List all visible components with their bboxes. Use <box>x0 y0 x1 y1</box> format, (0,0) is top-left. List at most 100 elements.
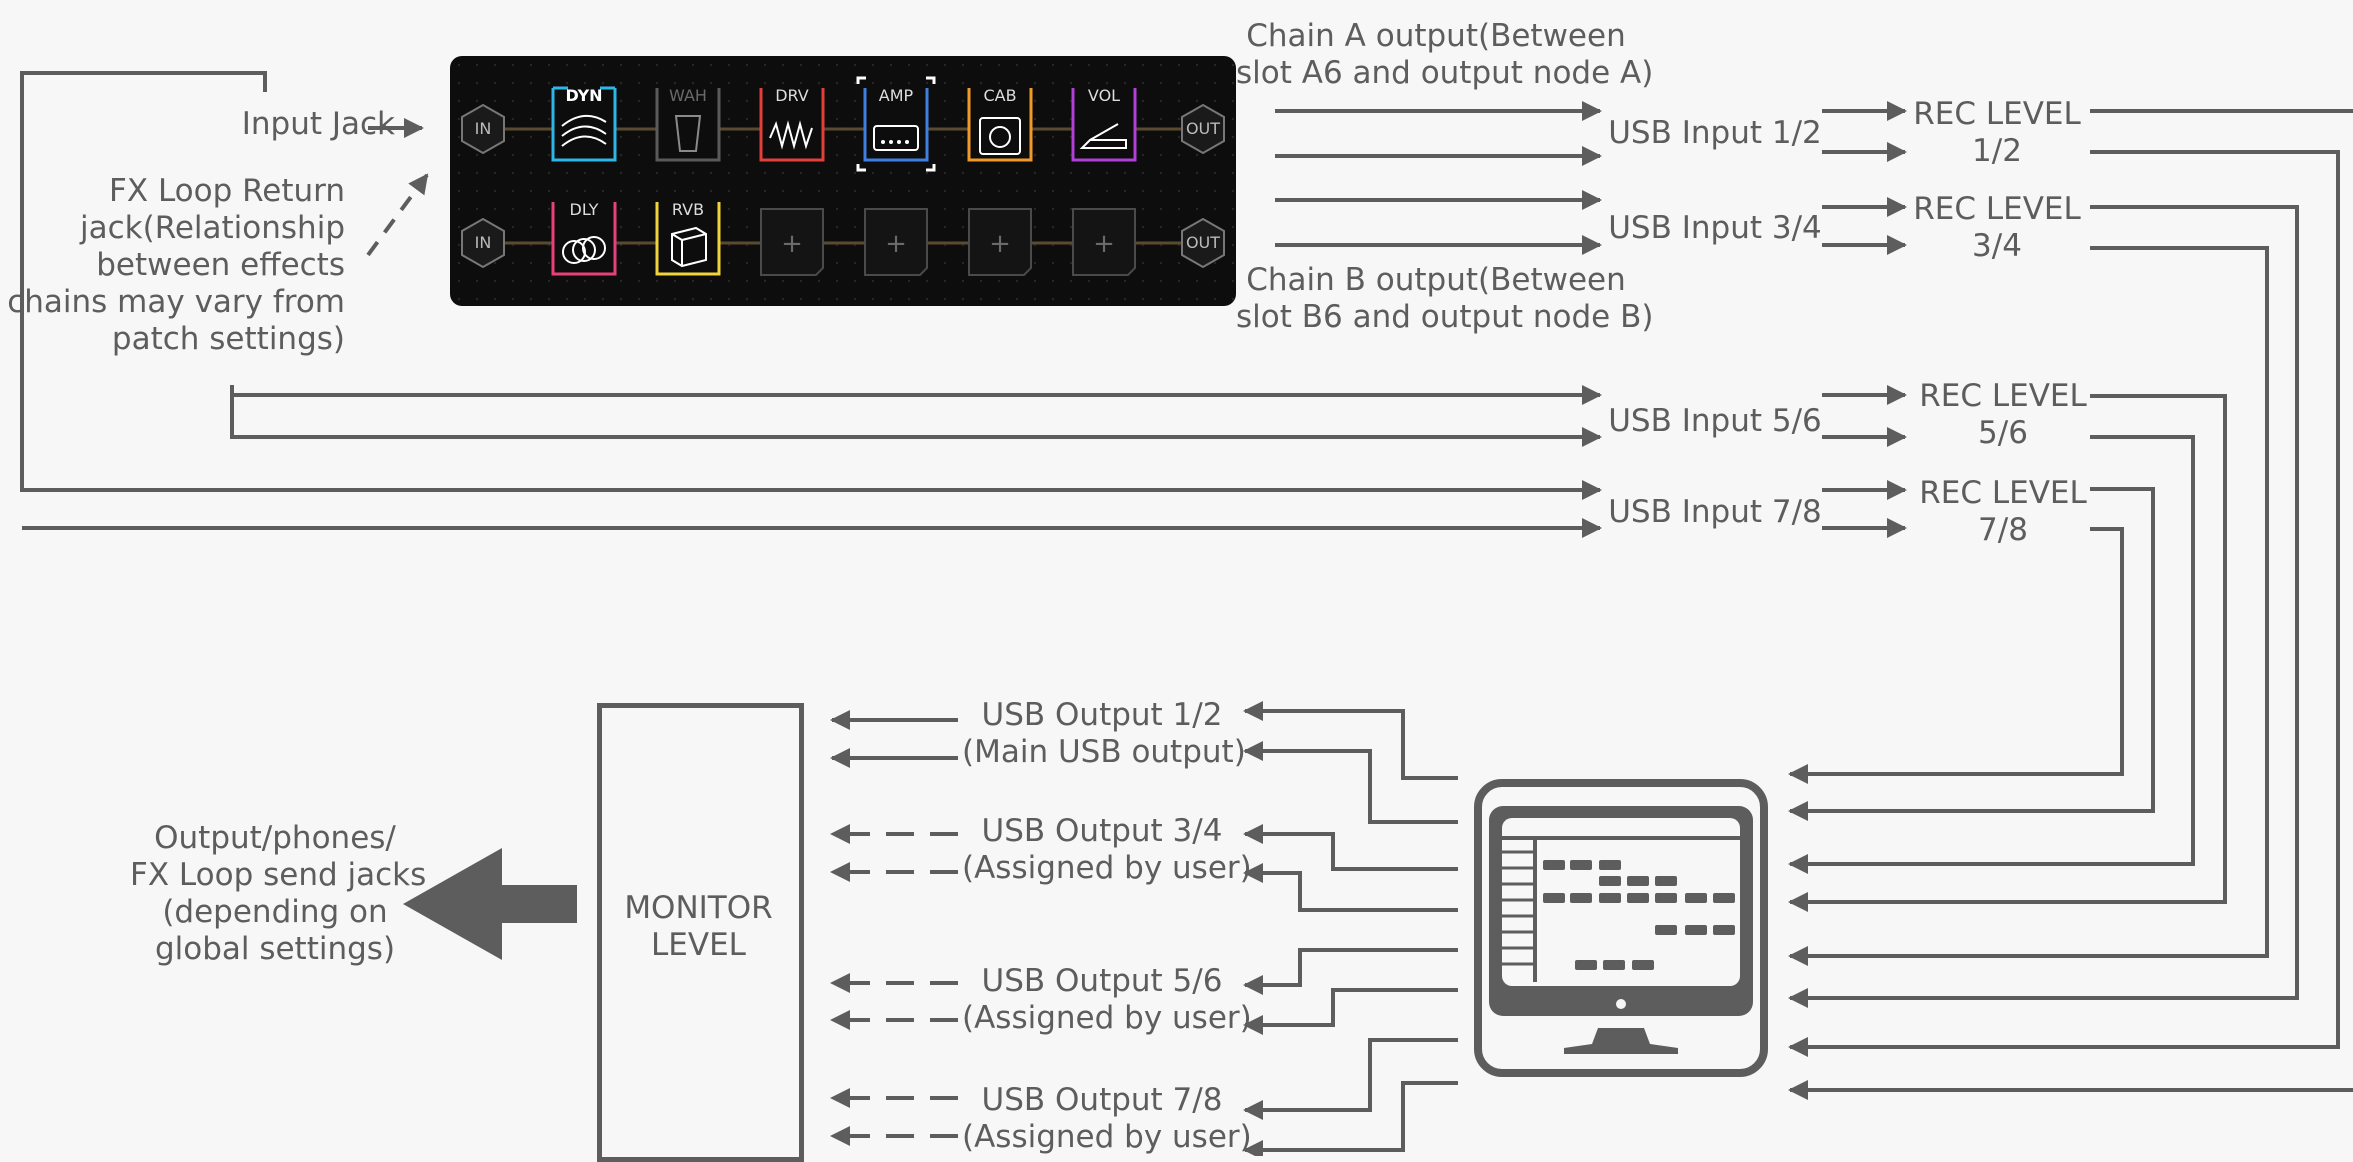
fx-return-line-5: patch settings) <box>111 321 345 357</box>
monitor-level-line-2: LEVEL <box>651 927 746 963</box>
block-drv[interactable]: DRV <box>759 86 825 162</box>
chain-a-in-label: IN <box>475 119 492 138</box>
usb-output-7-8-title: USB Output 7/8 <box>981 1082 1223 1118</box>
block-vol[interactable]: VOL <box>1071 86 1137 162</box>
block-dly[interactable]: DLY <box>551 200 617 276</box>
rec-level-1-2-channel: 1/2 <box>1972 133 2022 169</box>
input-jack-line <box>20 71 1602 500</box>
chain-b-output-line-2: slot B6 and output node B) <box>1236 299 1654 335</box>
block-amp[interactable]: AMP <box>856 76 936 172</box>
output-big-arrow <box>403 848 577 960</box>
monitor-level-label: MONITOR LEVEL <box>600 890 797 964</box>
empty-slot-5-label: + <box>989 229 1011 259</box>
usb-output-1-2-note: (Main USB output) <box>962 734 1246 770</box>
chain-b-in-label: IN <box>475 233 492 252</box>
chain-a-output-line-1: Chain A output(Between <box>1246 18 1626 54</box>
pc-to-out-8 <box>1243 1081 1458 1156</box>
chain-b-out-node[interactable]: OUT <box>1181 217 1225 269</box>
usb-output-3-4-title: USB Output 3/4 <box>981 813 1223 849</box>
chain-a-output-line-2: slot A6 and output node A) <box>1236 55 1654 91</box>
rec-to-pc-5 <box>1788 394 2227 912</box>
pc-to-out-2 <box>1243 741 1458 824</box>
block-drv-label: DRV <box>775 86 809 105</box>
block-cab[interactable]: CAB <box>967 86 1033 162</box>
fx-return-line-3: between effects <box>96 247 345 283</box>
fx-return-arrow <box>366 173 429 257</box>
usb-output-5-6-note: (Assigned by user) <box>962 1000 1252 1036</box>
pc-to-out-7 <box>1243 1038 1458 1120</box>
fx-return-label: FX Loop Return jack(Relationship between… <box>7 173 345 358</box>
rec-level-1-2-title: REC LEVEL <box>1913 96 2081 132</box>
chain-b-in-node[interactable]: IN <box>461 217 505 269</box>
usb-output-7-8: USB Output 7/8 (Assigned by user) <box>962 1082 1252 1156</box>
block-rvb[interactable]: RVB <box>655 200 721 276</box>
usb-output-1-2: USB Output 1/2 (Main USB output) <box>962 697 1246 771</box>
fx-return-line-1: FX Loop Return <box>109 173 345 209</box>
block-dyn-label: DYN <box>565 86 602 105</box>
block-dly-label: DLY <box>570 200 599 219</box>
output-jacks-line-2: FX Loop send jacks <box>130 857 427 893</box>
empty-slot-3-label: + <box>781 229 803 259</box>
rec-to-pc-2 <box>1788 150 2340 1057</box>
pc-to-out-1 <box>1243 701 1458 780</box>
block-wah-label: WAH <box>669 86 707 105</box>
rec-level-7-8-channel: 7/8 <box>1978 512 2028 548</box>
block-dyn[interactable]: DYN <box>551 86 617 162</box>
rec-to-pc-7 <box>1788 487 2155 821</box>
monitor-level-line-1: MONITOR <box>624 890 773 926</box>
chain-a-out-label: OUT <box>1186 119 1220 138</box>
empty-slot-3[interactable]: + <box>760 208 824 276</box>
empty-slot-4-label: + <box>885 229 907 259</box>
chain-a-in-node[interactable]: IN <box>461 103 505 155</box>
empty-slot-5[interactable]: + <box>968 208 1032 276</box>
rec-to-pc-8 <box>1788 527 2124 784</box>
rec-level-1-2: REC LEVEL 1/2 <box>1912 96 2082 170</box>
usb-output-3-4-note: (Assigned by user) <box>962 850 1252 886</box>
pc-to-out-4 <box>1243 863 1458 912</box>
chain-a-out-node[interactable]: OUT <box>1181 103 1225 155</box>
block-wah[interactable]: WAH <box>655 86 721 162</box>
empty-slot-6-label: + <box>1093 229 1115 259</box>
block-cab-label: CAB <box>983 86 1016 105</box>
computer-icon <box>1474 779 1768 1077</box>
empty-slot-6[interactable]: + <box>1072 208 1136 276</box>
rec-level-7-8-title: REC LEVEL <box>1919 475 2087 511</box>
usb-input-7-8: USB Input 7/8 <box>1608 494 1822 530</box>
input-jack-label: Input Jack <box>241 106 395 142</box>
chain-b-output-line-1: Chain B output(Between <box>1246 262 1626 298</box>
output-jacks-line-4: global settings) <box>154 931 396 967</box>
rec-level-7-8: REC LEVEL 7/8 <box>1918 475 2088 549</box>
output-jacks-label: Output/phones/ FX Loop send jacks (depen… <box>130 820 427 968</box>
device-screen: IN OUT IN OUT DYN WAH DRV <box>450 56 1236 306</box>
empty-slot-4[interactable]: + <box>864 208 928 276</box>
usb-input-3-4: USB Input 3/4 <box>1608 210 1822 246</box>
usb-output-5-6-title: USB Output 5/6 <box>981 963 1223 999</box>
block-rvb-label: RVB <box>672 200 704 219</box>
block-vol-label: VOL <box>1088 86 1120 105</box>
rec-level-3-4-title: REC LEVEL <box>1913 191 2081 227</box>
fx-return-line <box>230 385 1602 405</box>
rec-to-pc-4 <box>1788 246 2269 966</box>
pc-to-out-5 <box>1243 948 1458 995</box>
usb-output-1-2-title: USB Output 1/2 <box>981 697 1223 733</box>
fx-return-line-4: chains may vary from <box>7 284 345 320</box>
usb-input-5-6: USB Input 5/6 <box>1608 403 1822 439</box>
usb-output-3-4: USB Output 3/4 (Assigned by user) <box>962 813 1252 887</box>
rec-to-pc-6 <box>1788 435 2195 874</box>
rec-level-5-6-title: REC LEVEL <box>1919 378 2087 414</box>
chain-a-output-label: Chain A output(Between slot A6 and outpu… <box>1236 18 1654 92</box>
output-jacks-line-1: Output/phones/ <box>154 820 396 856</box>
output-jacks-line-3: (depending on <box>162 894 388 930</box>
rec-to-pc-3 <box>1788 205 2299 1008</box>
fx-return-line-2 <box>230 395 1602 447</box>
pc-to-out-3 <box>1243 824 1458 871</box>
chain-b-out-label: OUT <box>1186 233 1220 252</box>
fx-return-line-2: jack(Relationship <box>80 210 345 246</box>
pc-to-out-6 <box>1243 988 1458 1035</box>
usb-input-1-2: USB Input 1/2 <box>1608 115 1822 151</box>
rec-level-3-4-channel: 3/4 <box>1972 228 2022 264</box>
usb-output-7-8-note: (Assigned by user) <box>962 1119 1252 1155</box>
chain-b-output-label: Chain B output(Between slot B6 and outpu… <box>1236 262 1654 336</box>
usb-output-5-6: USB Output 5/6 (Assigned by user) <box>962 963 1252 1037</box>
